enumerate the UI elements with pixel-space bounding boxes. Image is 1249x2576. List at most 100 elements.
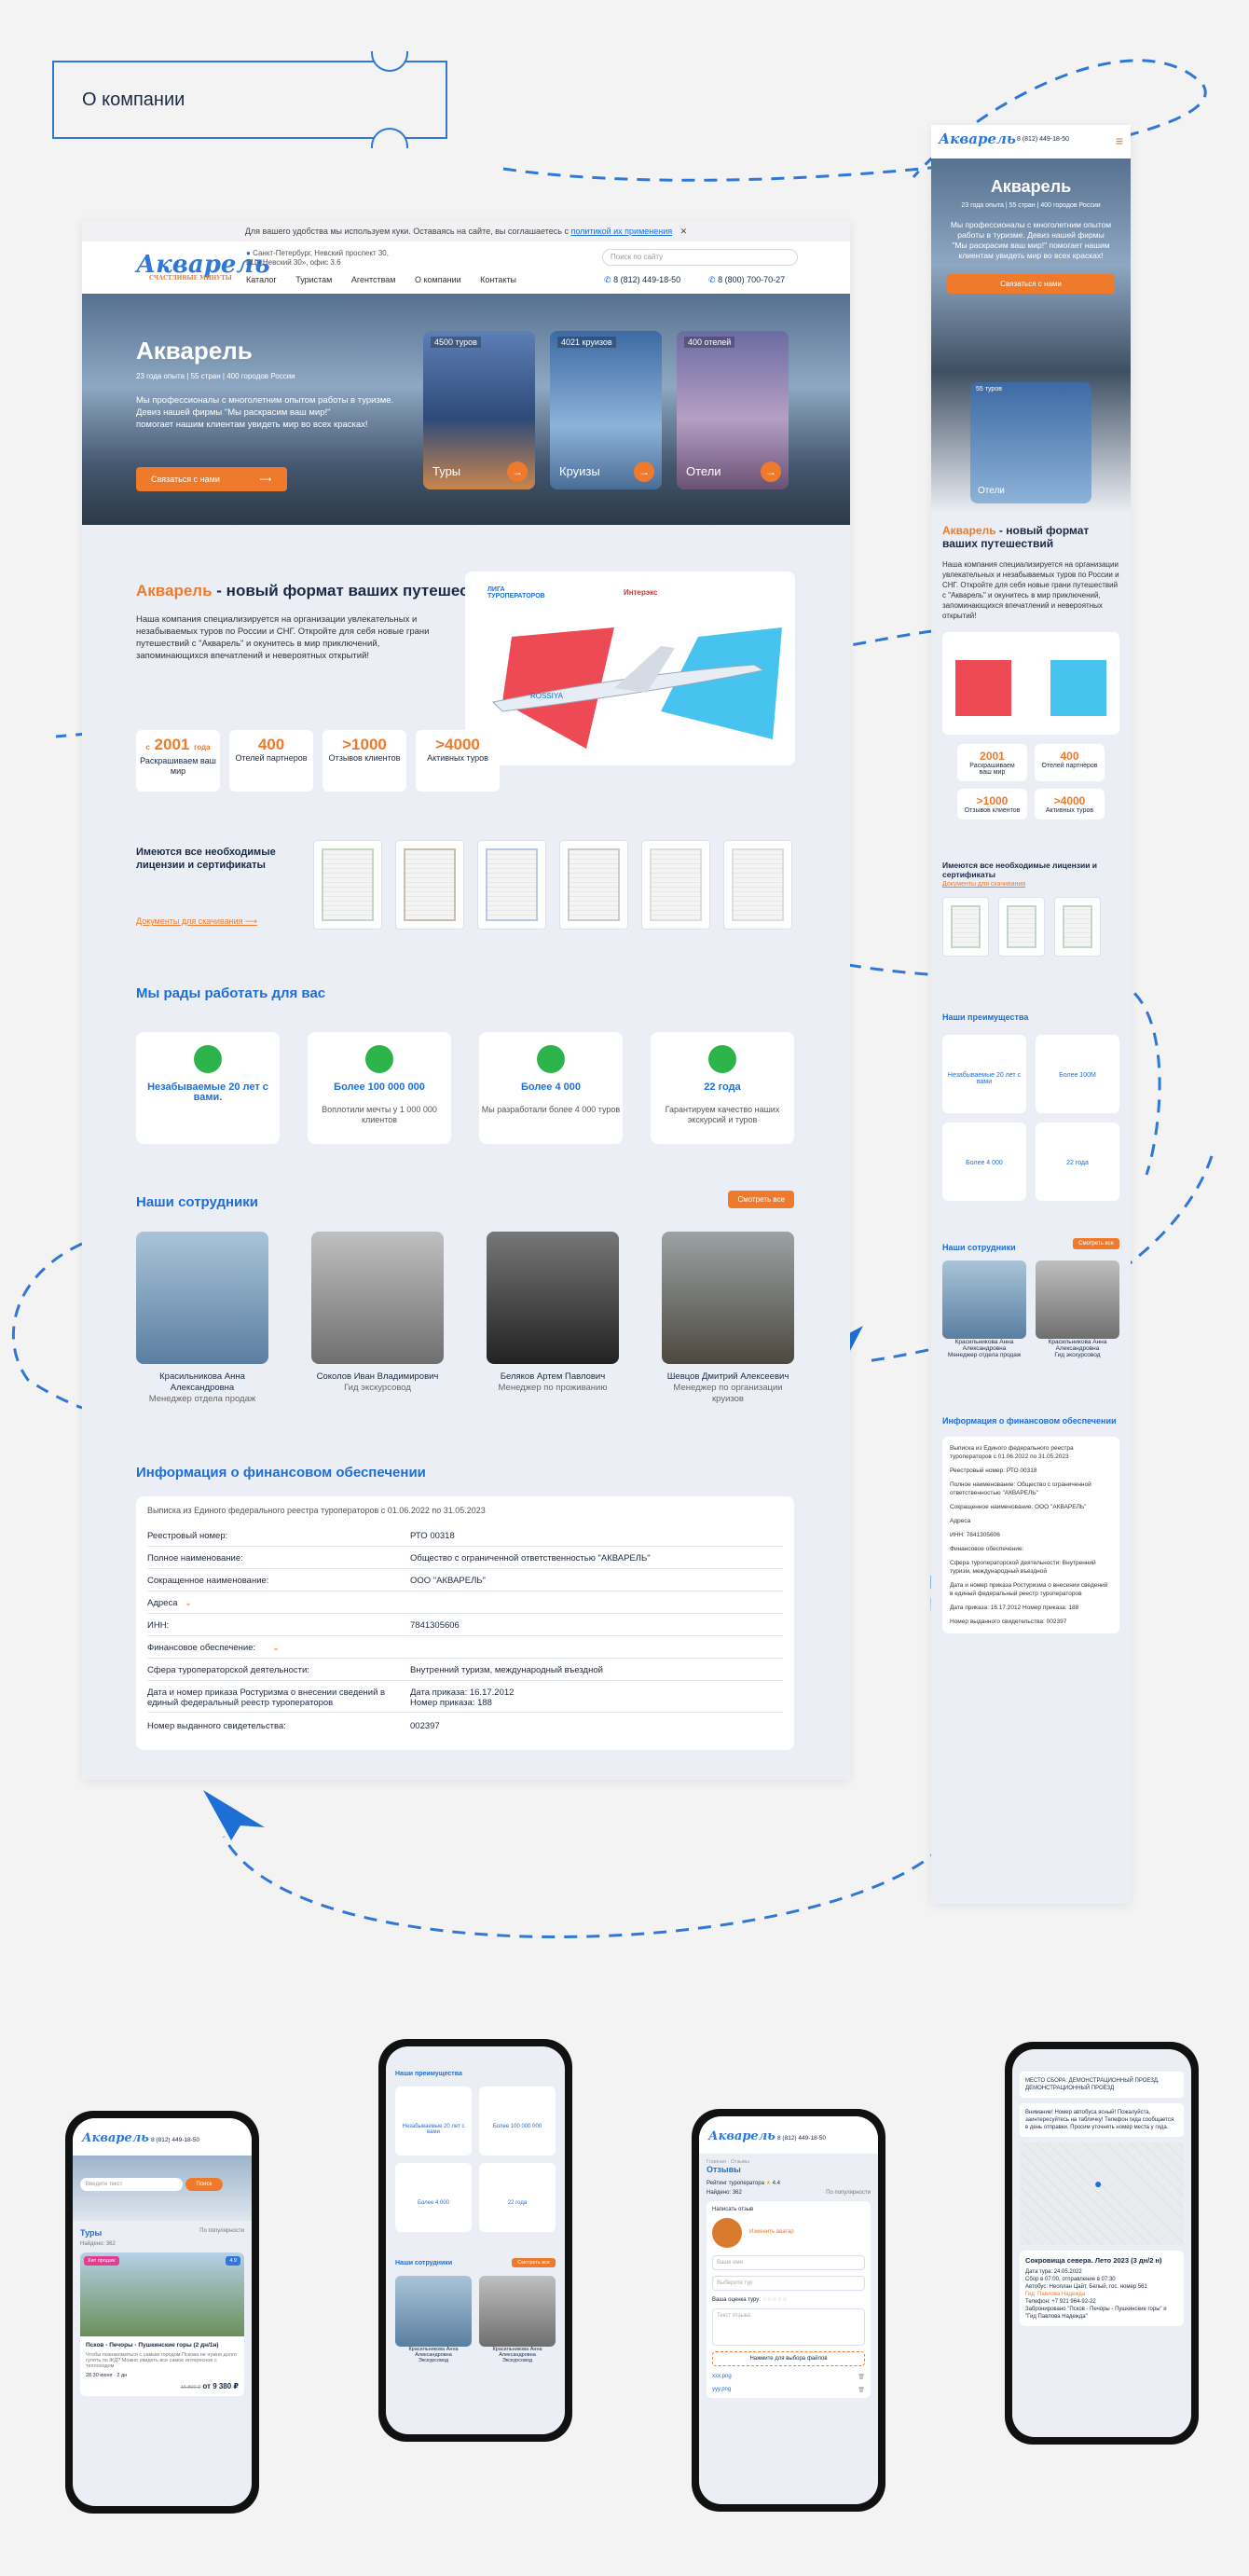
- nav-item-agencies[interactable]: Агентствам: [350, 275, 396, 284]
- rating-label: Рейтинг туроператора: [707, 2181, 764, 2186]
- booking-phone: Телефон: +7 921 964-92-22: [1025, 2299, 1096, 2305]
- card-label: Туры: [432, 464, 461, 478]
- arrow-right-icon: ⟶: [259, 475, 272, 484]
- stat-label: Раскрашиваем ваш мир: [969, 763, 1015, 776]
- mobile-contact-button[interactable]: Связаться с нами: [947, 274, 1115, 294]
- advantage-title: Незабываемые 20 лет с вами: [947, 1072, 1022, 1085]
- phone-mockup-booking: МЕСТО СБОРА: ДЕМОНСТРАЦИОННЫЙ ПРОЕЗД. ДЕ…: [1005, 2042, 1199, 2445]
- see-all-button[interactable]: Смотреть все: [728, 1191, 794, 1208]
- staff-photo: [311, 1232, 444, 1364]
- row-value: Внутренний туризм, международный въездно…: [410, 1665, 603, 1675]
- contact-button-label: Связаться с нами: [151, 475, 220, 484]
- staff-photo: [136, 1232, 268, 1364]
- menu-icon[interactable]: ≡: [1115, 133, 1123, 148]
- search-input[interactable]: Поиск по сайту: [602, 249, 798, 266]
- finance-item-security[interactable]: Финансовое обеспечение:: [950, 1546, 1024, 1552]
- phone-search-area: Введите текст Поиск: [73, 2156, 252, 2221]
- phone-header: Акварель 8 (812) 449-18-50: [73, 2118, 252, 2156]
- arrow-right-icon[interactable]: →: [634, 461, 654, 482]
- trash-icon[interactable]: 🗑: [858, 2388, 865, 2393]
- search-input[interactable]: Введите текст: [80, 2178, 183, 2191]
- map-pin-icon: [537, 1045, 565, 1073]
- arrow-right-icon[interactable]: →: [507, 461, 528, 482]
- finance-item: Сокращенное наименование: ООО "АКВАРЕЛЬ": [950, 1504, 1087, 1510]
- staff-name: Шевцов Дмитрий Алексеевич: [666, 1371, 789, 1382]
- nav-item-catalog[interactable]: Каталог: [246, 275, 277, 284]
- advantage-title: 22 года: [1066, 1160, 1089, 1166]
- sort-dropdown[interactable]: По популярности: [199, 2228, 244, 2234]
- staff-role: Менеджер отдела продаж: [947, 1352, 1022, 1358]
- svg-text:ROSSIYA: ROSSIYA: [530, 692, 564, 700]
- certificate[interactable]: [641, 840, 710, 930]
- advantages-section: Мы рады работать для вас Незабываемые 20…: [136, 985, 794, 1153]
- change-avatar-link[interactable]: Изменить аватар: [749, 2229, 794, 2235]
- finance-row-security[interactable]: Финансовое обеспечение:⌄: [147, 1638, 783, 1659]
- see-all-button[interactable]: Смотреть все: [512, 2258, 556, 2267]
- phone-number[interactable]: 8 (812) 449-18-50: [777, 2135, 827, 2142]
- review-textarea[interactable]: Текст отзыва: [712, 2308, 865, 2346]
- staff-name: Красильникова Анна Александровна: [1048, 1339, 1107, 1352]
- logo[interactable]: Акварель: [82, 2131, 149, 2145]
- map[interactable]: ●: [1020, 2142, 1184, 2245]
- star-icon: ★: [765, 2181, 771, 2186]
- advantage-title: 22 года: [704, 1081, 741, 1093]
- phone-link-1[interactable]: ✆ 8 (812) 449-18-50: [604, 275, 680, 285]
- logo[interactable]: Акварель: [708, 2129, 775, 2143]
- certificate[interactable]: [942, 897, 989, 957]
- nav-item-about[interactable]: О компании: [415, 275, 461, 284]
- finance-row-addresses[interactable]: Адреса⌄: [147, 1593, 783, 1614]
- nav-item-tourists[interactable]: Туристам: [295, 275, 333, 284]
- phone-link-2[interactable]: ✆ 8 (800) 700-70-27: [708, 275, 785, 285]
- certificate[interactable]: [559, 840, 628, 930]
- certificate[interactable]: [1054, 897, 1101, 957]
- certificate[interactable]: [313, 840, 382, 930]
- certificate[interactable]: [395, 840, 464, 930]
- mobile-phone[interactable]: 8 (812) 449-18-50: [1017, 136, 1070, 143]
- phone-tours-list: Туры По популярности Найдено: 362 Хит пр…: [73, 2221, 252, 2404]
- sort-dropdown[interactable]: По популярности: [826, 2190, 871, 2196]
- staff-name: Соколов Иван Владимирович: [316, 1371, 439, 1382]
- certificate[interactable]: [998, 897, 1045, 957]
- mobile-documents-link[interactable]: Документы для скачивания: [942, 881, 1026, 888]
- finance-item-addresses[interactable]: Адреса: [950, 1518, 971, 1524]
- name-field[interactable]: Ваше имя: [712, 2255, 865, 2270]
- tour-card[interactable]: Хит продаж 4.9 Псков - Печоры - Пушкинск…: [80, 2252, 244, 2396]
- advantage-title: Более 100 000 000: [334, 1081, 425, 1093]
- hero-description: Мы профессионалы с многолетним опытом ра…: [136, 394, 406, 431]
- certificate[interactable]: [477, 840, 546, 930]
- logo[interactable]: Акварель: [939, 131, 1016, 147]
- stat-value: 400: [1060, 750, 1079, 763]
- logo-text: Акварель: [136, 251, 270, 279]
- documents-link[interactable]: Документы для скачивания ⟶: [136, 916, 257, 927]
- nav-item-contacts[interactable]: Контакты: [480, 275, 517, 284]
- see-all-button[interactable]: Смотреть все: [1073, 1238, 1119, 1249]
- search-button[interactable]: Поиск: [185, 2178, 224, 2191]
- staff-photo: [942, 1260, 1026, 1339]
- cookie-policy-link[interactable]: политикой их применения: [570, 227, 673, 236]
- star-rating-input[interactable]: ☆☆☆☆☆: [762, 2297, 788, 2303]
- finance-item: Дата и номер приказа Ростуризма о внесен…: [950, 1582, 1108, 1597]
- certificate[interactable]: [723, 840, 792, 930]
- hero-title: Акварель: [136, 337, 253, 365]
- cookie-close-icon[interactable]: ✕: [679, 227, 688, 236]
- phone-number[interactable]: 8 (812) 449-18-50: [151, 2137, 200, 2143]
- contact-button[interactable]: Связаться с нами ⟶: [136, 467, 287, 491]
- arrow-right-icon[interactable]: →: [761, 461, 781, 482]
- file-upload-button[interactable]: Нажмите для выбора файлов: [712, 2351, 865, 2366]
- tour-select[interactable]: Выберите тур: [712, 2276, 865, 2291]
- trash-icon[interactable]: 🗑: [858, 2375, 865, 2380]
